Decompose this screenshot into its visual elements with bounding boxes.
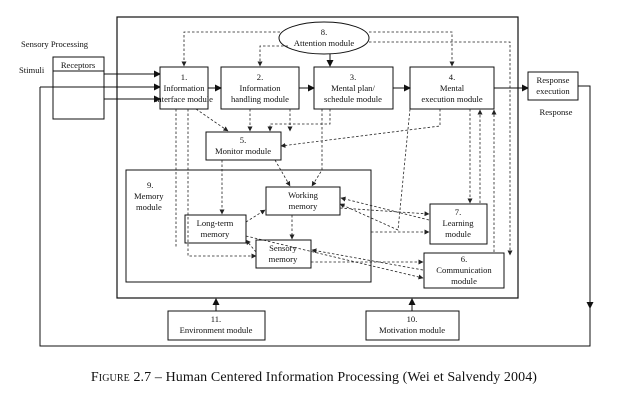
sensory-memory-line2: memory bbox=[269, 254, 298, 264]
figure-caption: Figure 2.7 – Human Centered Information … bbox=[0, 370, 628, 386]
monitor-to-working bbox=[274, 159, 291, 187]
module-7-number: 7. bbox=[455, 207, 461, 217]
m3-down bbox=[311, 109, 323, 187]
module-5-number: 5. bbox=[240, 135, 246, 145]
attention-to-m1 bbox=[181, 31, 280, 67]
longterm-memory-box bbox=[184, 214, 247, 244]
response-execution-line2: execution bbox=[536, 86, 570, 96]
attention-module-number: 8. bbox=[321, 27, 327, 37]
module-1-number: 1. bbox=[181, 72, 187, 82]
m1-to-monitor bbox=[195, 108, 229, 132]
module-1-line2: interface module bbox=[155, 94, 213, 104]
response-execution-box bbox=[527, 71, 579, 101]
working-to-learning bbox=[339, 207, 430, 217]
response-execution-line1: Response bbox=[537, 75, 570, 85]
module-4-line2: execution module bbox=[421, 94, 483, 104]
feedback-loop bbox=[39, 85, 591, 347]
module-2-number: 2. bbox=[257, 72, 263, 82]
module-7-line1: Learning bbox=[442, 218, 474, 228]
sensory-processing-label: Sensory Processing bbox=[21, 39, 89, 49]
memory-module-line2: module bbox=[136, 202, 162, 212]
information-processing-diagram: Sensory Processing Stimuli Response Rece… bbox=[19, 16, 594, 347]
learning-to-working bbox=[340, 196, 430, 221]
m4-to-monitor bbox=[280, 109, 441, 148]
module-4-line1: Mental bbox=[440, 83, 465, 93]
module-6-number: 6. bbox=[461, 254, 467, 264]
module-11-number: 11. bbox=[211, 314, 221, 324]
working-memory-box bbox=[265, 186, 341, 216]
attention-to-m6 bbox=[369, 41, 513, 256]
receptors-box bbox=[52, 56, 105, 120]
attention-to-m2 bbox=[257, 45, 288, 67]
longterm-memory-line1: Long-term bbox=[197, 218, 234, 228]
stimuli-label: Stimuli bbox=[19, 65, 45, 75]
module-1-box bbox=[159, 66, 209, 110]
figure-caption-text: – Human Centered Information Processing … bbox=[151, 370, 538, 385]
module-7-box bbox=[429, 203, 488, 245]
attention-to-m4 bbox=[369, 31, 455, 67]
m4-down bbox=[339, 108, 411, 231]
module-6-box bbox=[423, 252, 505, 289]
working-memory-line2: memory bbox=[289, 201, 318, 211]
module-6-line1: Communication bbox=[436, 265, 492, 275]
comm-to-memory bbox=[311, 248, 424, 271]
receptors-label: Receptors bbox=[61, 60, 96, 70]
module-7-line2: module bbox=[445, 229, 471, 239]
attention-module-ellipse bbox=[278, 21, 370, 55]
memory-module-number: 9. bbox=[147, 180, 153, 190]
working-memory-line1: Working bbox=[288, 190, 319, 200]
longterm-to-comm bbox=[245, 235, 424, 280]
module-11-label: Environment module bbox=[180, 325, 253, 335]
module-4-number: 4. bbox=[449, 72, 455, 82]
module-5-box bbox=[205, 131, 282, 161]
m3-to-monitor bbox=[267, 109, 331, 132]
longterm-memory-line2: memory bbox=[201, 229, 230, 239]
module-3-line2: schedule module bbox=[324, 94, 382, 104]
module-2-line2: handling module bbox=[231, 94, 289, 104]
module-10-number: 10. bbox=[407, 314, 418, 324]
longterm-to-working bbox=[245, 209, 266, 223]
module-2-line1: Information bbox=[239, 83, 281, 93]
response-label: Response bbox=[540, 107, 573, 117]
module-4-box bbox=[409, 66, 495, 110]
figure-number: Figure 2.7 bbox=[90, 370, 152, 385]
module-11-box bbox=[167, 310, 266, 341]
module-6-line2: module bbox=[451, 276, 477, 286]
module-10-label: Motivation module bbox=[379, 325, 445, 335]
sensory-memory-line1: Sensory bbox=[269, 243, 297, 253]
module-3-line1: Mental plan/ bbox=[331, 83, 375, 93]
memory-module-line1: Memory bbox=[134, 191, 164, 201]
module-3-number: 3. bbox=[350, 72, 356, 82]
attention-module-label: Attention module bbox=[294, 38, 355, 48]
module-1-line1: Information bbox=[163, 83, 205, 93]
module-5-label: Monitor module bbox=[215, 146, 271, 156]
system-frame bbox=[116, 16, 519, 299]
